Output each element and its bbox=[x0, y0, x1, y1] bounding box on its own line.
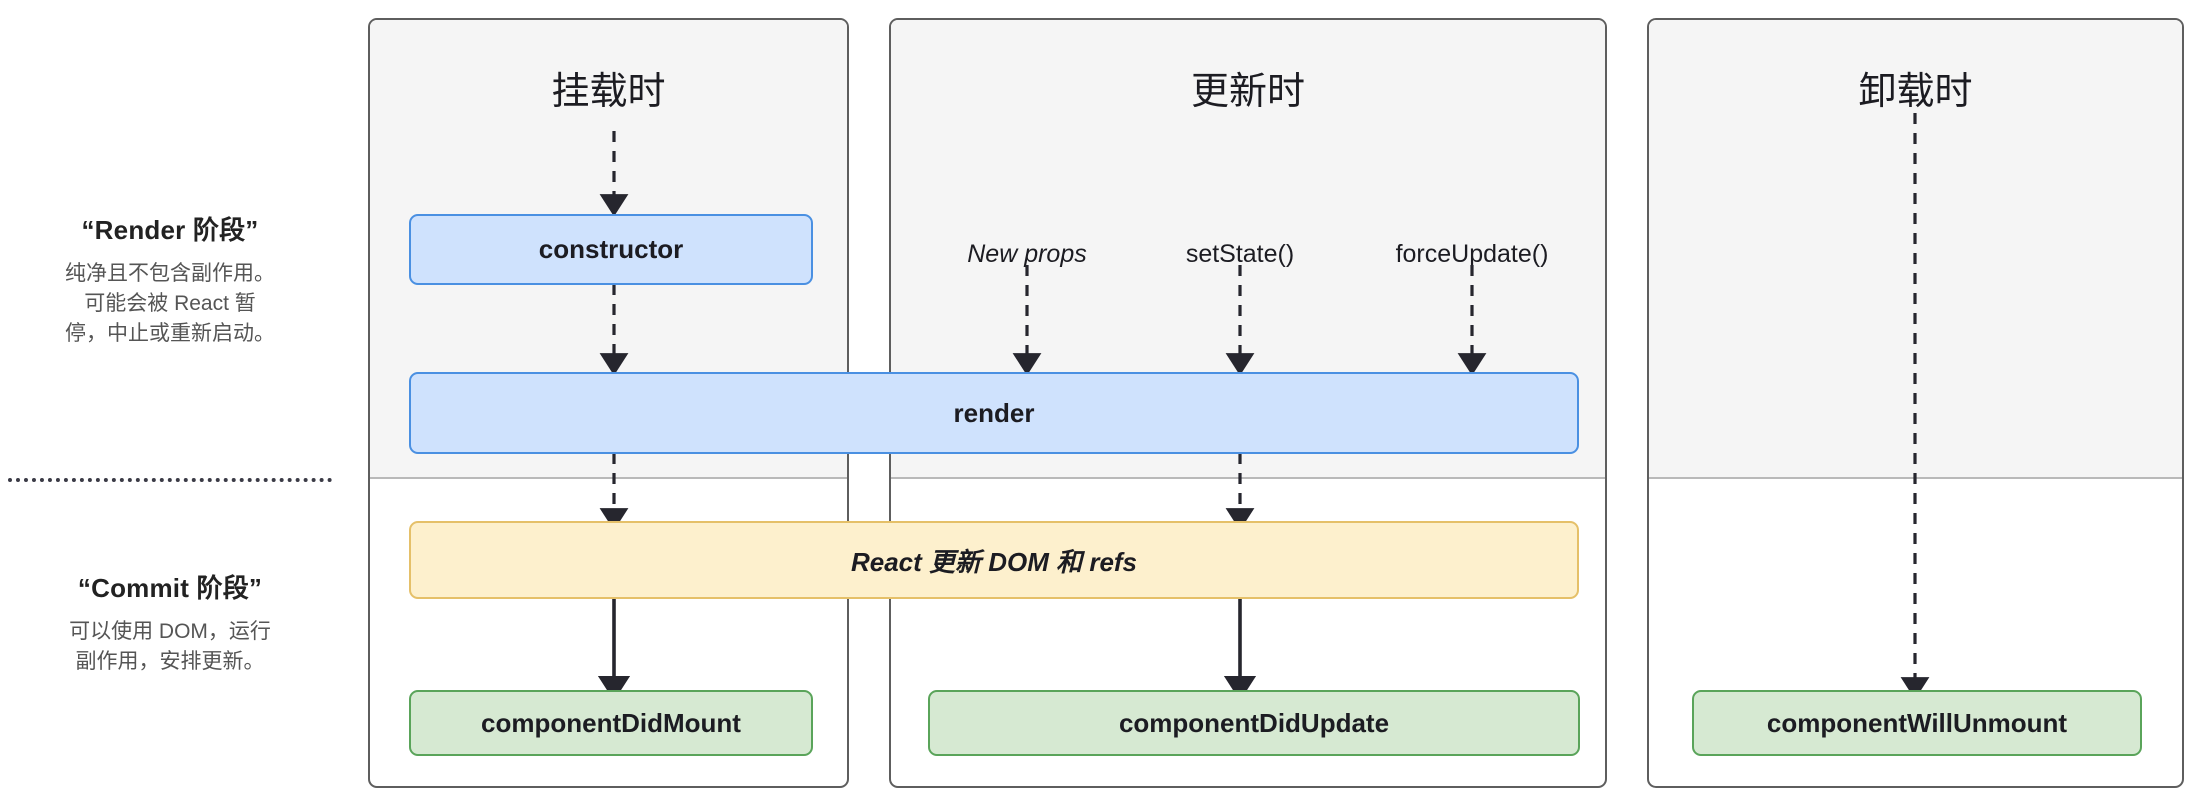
legend-render-phase-title: “Render 阶段” bbox=[81, 215, 259, 245]
panel-mounting-title: 挂载时 bbox=[551, 71, 666, 113]
legend-commit-phase-title: “Commit 阶段” bbox=[77, 573, 263, 603]
node-constructor[interactable]: constructor bbox=[409, 214, 813, 285]
trigger-label-forceupdate: forceUpdate() bbox=[1395, 240, 1549, 268]
trigger-label-setstate: setState() bbox=[1185, 240, 1295, 268]
legend-commit-phase: “Commit 阶段” 可以使用 DOM，运行 副作用，安排更新。 bbox=[20, 568, 320, 677]
phase-divider-dotted bbox=[8, 478, 332, 482]
panel-unmounting-title: 卸载时 bbox=[1858, 71, 1973, 113]
node-commit-update-dom-and-refs[interactable]: React 更新 DOM 和 refs bbox=[409, 521, 1579, 599]
node-render[interactable]: render bbox=[409, 372, 1579, 454]
panel-unmounting: 卸载时 bbox=[1647, 18, 2184, 788]
node-component-will-unmount[interactable]: componentWillUnmount bbox=[1692, 690, 2142, 756]
legend-render-phase: “Render 阶段” 纯净且不包含副作用。 可能会被 React 暂 停，中止… bbox=[20, 210, 320, 348]
legend-commit-phase-description: 可以使用 DOM，运行 副作用，安排更新。 bbox=[69, 620, 271, 673]
trigger-label-new-props: New props bbox=[967, 240, 1087, 268]
legend-render-phase-description: 纯净且不包含副作用。 可能会被 React 暂 停，中止或重新启动。 bbox=[65, 262, 275, 345]
node-component-did-update[interactable]: componentDidUpdate bbox=[928, 690, 1580, 756]
panel-updating-title: 更新时 bbox=[1190, 71, 1305, 113]
node-component-did-mount[interactable]: componentDidMount bbox=[409, 690, 813, 756]
